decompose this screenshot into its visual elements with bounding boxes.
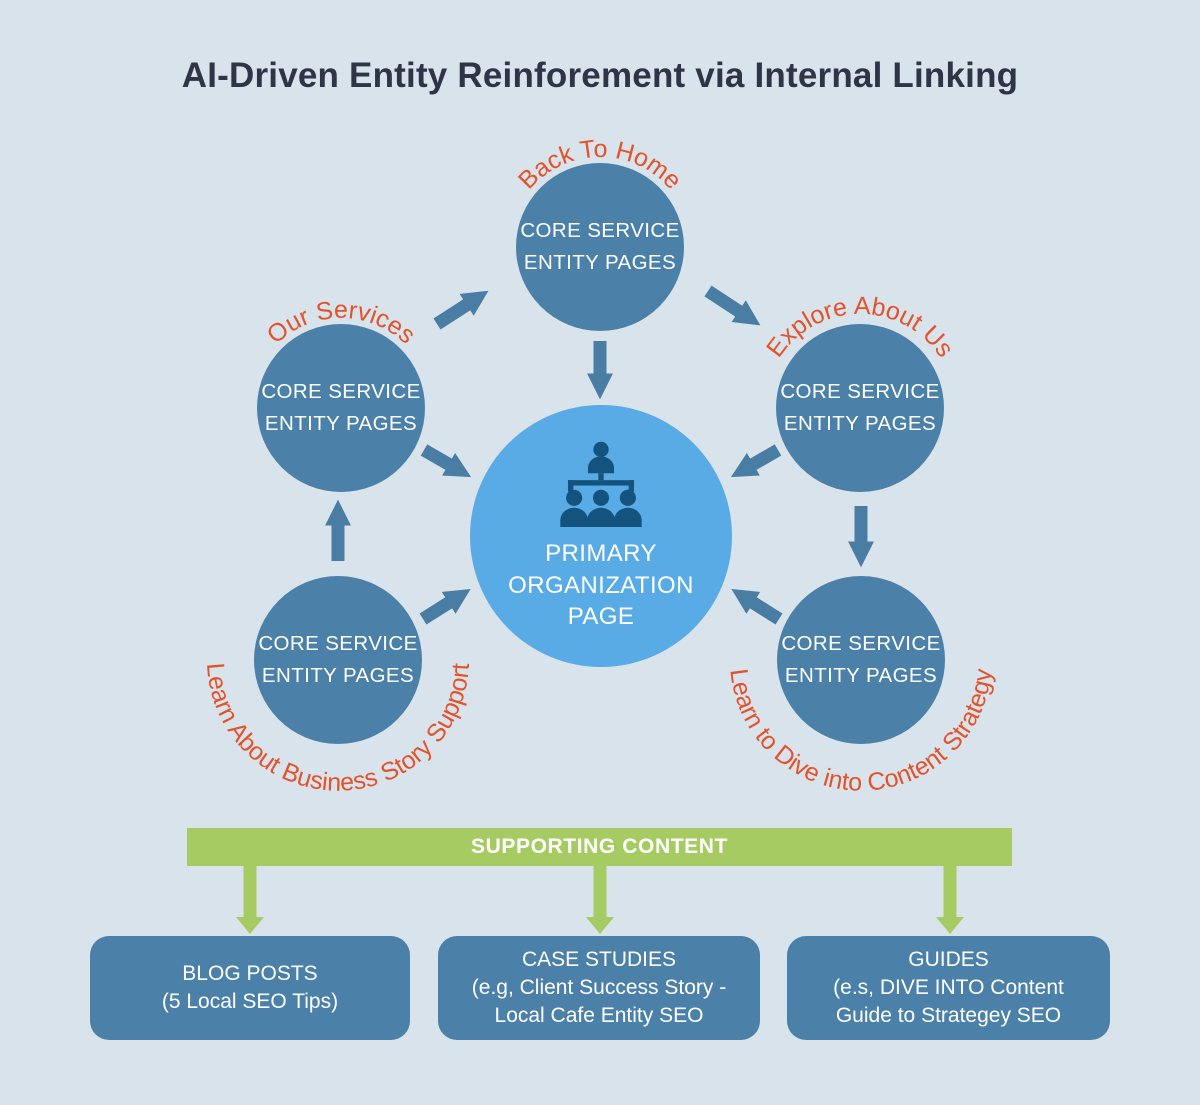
node-label: CORE SERVICE ENTITY PAGES (780, 380, 940, 435)
node-label: CORE SERVICE ENTITY PAGES (258, 632, 418, 687)
arrow-lowerleft-to-center (419, 589, 471, 625)
node-label: CORE SERVICE ENTITY PAGES (520, 219, 680, 274)
green-arrow-to-guides (936, 866, 964, 934)
org-chart-icon (560, 441, 642, 527)
box-blog-posts: BLOG POSTS (5 Local SEO Tips) (90, 936, 410, 1040)
box-label: BLOG POSTS (5 Local SEO Tips) (161, 962, 339, 1013)
green-arrow-to-blog-posts (236, 866, 264, 934)
arrow-lowerright-to-center (731, 589, 783, 625)
arrow-top-to-upperright (704, 285, 761, 326)
node-label: CORE SERVICE ENTITY PAGES (781, 632, 941, 687)
arrow-upperleft-to-center (420, 444, 472, 478)
node-core-service-lower-right: CORE SERVICE ENTITY PAGES (777, 576, 945, 744)
node-core-service-lower-left: CORE SERVICE ENTITY PAGES (254, 576, 422, 744)
green-arrow-to-case-studies (586, 866, 614, 934)
banner-label: SUPPORTING CONTENT (471, 835, 728, 858)
node-primary-organization-page: PRIMARY ORGANIZATION PAGE (470, 405, 732, 667)
node-core-service-top: CORE SERVICE ENTITY PAGES (516, 163, 684, 331)
node-label: CORE SERVICE ENTITY PAGES (261, 380, 421, 435)
box-label: CASE STUDIES (e.g, Client Success Story … (471, 948, 727, 1027)
node-core-service-upper-right: CORE SERVICE ENTITY PAGES (776, 324, 944, 492)
box-guides: GUIDES (e.s, DIVE INTO Content Guide to … (787, 936, 1110, 1040)
arrow-upperright-to-center (730, 444, 782, 478)
node-core-service-upper-left: CORE SERVICE ENTITY PAGES (257, 324, 425, 492)
box-label: GUIDES (e.s, DIVE INTO Content Guide to … (833, 948, 1064, 1027)
supporting-content-banner: SUPPORTING CONTENT (187, 828, 1012, 866)
page-title: AI-Driven Entity Reinforement via Intern… (181, 56, 1019, 95)
center-node-label: PRIMARY ORGANIZATION PAGE (508, 539, 694, 631)
arrow-upperleft-to-top (433, 290, 489, 330)
box-case-studies: CASE STUDIES (e.g, Client Success Story … (438, 936, 760, 1040)
